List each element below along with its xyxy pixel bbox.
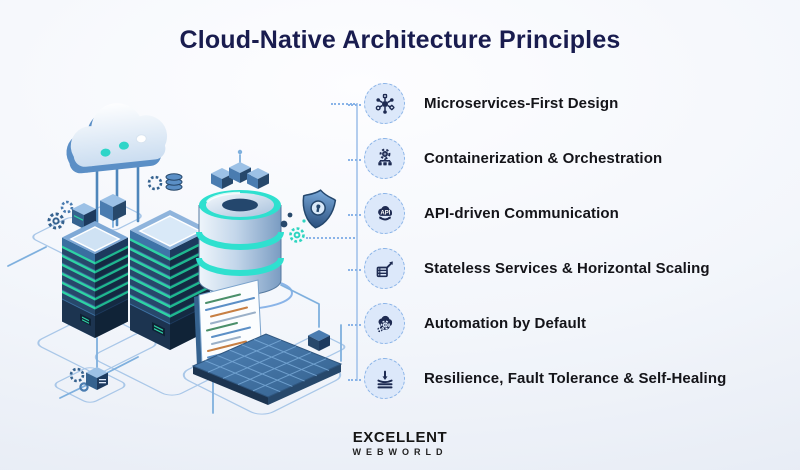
api-icon-text: API	[380, 210, 390, 216]
cloud-dot-teal	[100, 148, 111, 157]
list-item: Stateless Services & Horizontal Scaling	[347, 248, 726, 289]
automation-icon	[364, 303, 405, 344]
principle-label: Automation by Default	[424, 315, 587, 332]
database	[196, 190, 284, 296]
stateless-scaling-icon	[364, 248, 405, 289]
list-connector-line	[356, 103, 358, 381]
principle-label: API-driven Communication	[424, 205, 619, 222]
api-icon: API	[364, 193, 405, 234]
cube-node-right	[308, 330, 330, 351]
cloud	[66, 103, 168, 174]
principle-label: Microservices-First Design	[424, 95, 619, 112]
gear-platform	[47, 200, 96, 230]
cube-node	[100, 194, 126, 221]
cloud-dot-white	[135, 134, 147, 144]
cloud-infrastructure-illustration	[0, 75, 360, 420]
list-item: Containerization & Orchestration	[347, 138, 726, 179]
brand-logo-line2: WEBWORLD	[352, 447, 448, 457]
gear-platform-bottom	[69, 367, 108, 392]
list-item: Automation by Default	[347, 303, 726, 344]
node-dot	[237, 149, 243, 155]
list-item: Resilience, Fault Tolerance & Self-Heali…	[347, 358, 727, 399]
dotted-connector-mid	[306, 237, 355, 239]
principle-label: Containerization & Orchestration	[424, 150, 663, 167]
brand-logo-line1: EXCELLENT	[352, 429, 448, 446]
server-tower-left	[62, 221, 128, 338]
code-lines	[205, 293, 256, 359]
principle-label: Stateless Services & Horizontal Scaling	[424, 260, 710, 277]
principles-list: Microservices-First Design Containerizat…	[347, 83, 727, 399]
brand-logo: EXCELLENT WEBWORLD	[0, 429, 800, 457]
mini-database	[147, 173, 183, 191]
list-item: API API-driven Communication	[347, 193, 726, 234]
cube-cluster	[211, 162, 269, 189]
containerization-icon	[364, 138, 405, 179]
security-shield-icon	[280, 189, 337, 243]
teal-gear-icon	[289, 227, 305, 243]
principle-label: Resilience, Fault Tolerance & Self-Heali…	[424, 370, 727, 387]
laptop	[191, 279, 343, 405]
cloud-dot-teal	[118, 141, 129, 150]
page-title: Cloud-Native Architecture Principles	[179, 26, 621, 54]
dotted-connector-top	[331, 103, 355, 105]
list-item: Microservices-First Design	[347, 83, 726, 124]
resilience-icon	[364, 358, 405, 399]
illustration-svg	[7, 103, 346, 415]
microservices-icon	[364, 83, 405, 124]
